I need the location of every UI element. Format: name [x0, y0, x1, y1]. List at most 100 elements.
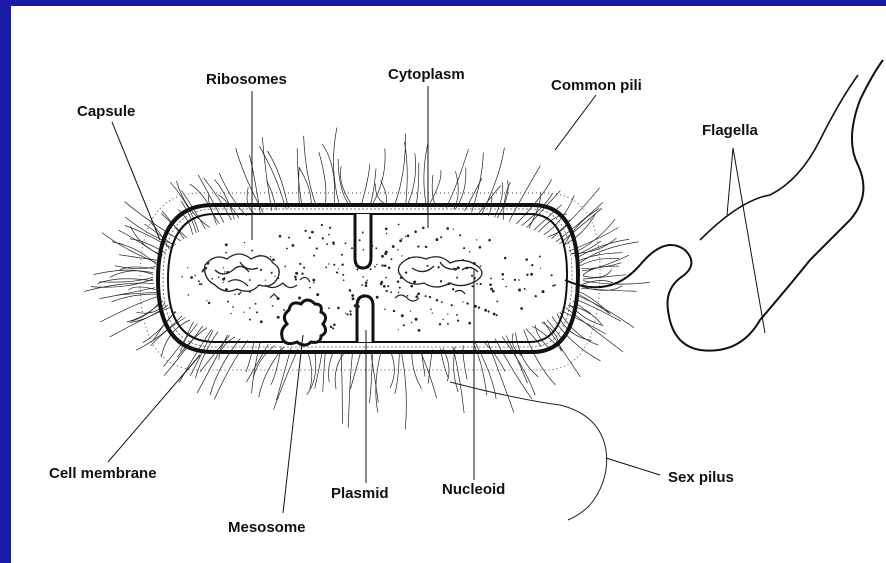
ribosome-dot — [391, 258, 393, 260]
ribosome-dot — [337, 307, 340, 310]
ribosome-dot — [415, 296, 418, 299]
pilus — [395, 352, 400, 394]
pilus — [432, 175, 436, 207]
ribosome-dot — [530, 273, 533, 276]
ribosome-dot — [230, 313, 231, 314]
ribosome-dot — [502, 278, 504, 280]
ribosome-dot — [463, 301, 464, 302]
ribosome-dot — [303, 267, 305, 269]
ribosome-dot — [365, 281, 368, 284]
ribosome-dot — [398, 292, 400, 294]
label-mesosome: Mesosome — [228, 519, 306, 536]
ribosome-dot — [411, 322, 413, 324]
ribosome-dot — [256, 311, 258, 313]
ribosome-dot — [376, 296, 379, 299]
pilus — [408, 153, 416, 204]
ribosome-dot — [447, 323, 449, 325]
ribosome-dot — [405, 271, 407, 273]
pilus — [340, 166, 350, 203]
ribosome-dot — [436, 299, 438, 301]
ribosome-dot — [330, 326, 332, 328]
ribosome-dot — [504, 257, 507, 260]
label-nucleoid: Nucleoid — [442, 481, 505, 498]
label-plasmid: Plasmid — [331, 485, 389, 502]
ribosome-dot — [366, 279, 368, 281]
ribosome-dot — [542, 290, 545, 293]
ribosome-dot — [430, 309, 432, 311]
pilus — [479, 186, 501, 214]
ribosome-dot — [427, 265, 429, 267]
leader-capsule — [112, 122, 160, 240]
ribosome-dot — [345, 242, 347, 244]
ribosome-dot — [199, 283, 201, 285]
ribosome-dot — [441, 301, 443, 303]
ribosome-dot — [469, 251, 471, 253]
pilus — [297, 148, 302, 206]
pilus — [119, 230, 162, 257]
ribosome-dot — [496, 314, 498, 316]
ribosome-dot — [366, 295, 367, 296]
pilus — [110, 271, 154, 278]
pilus — [371, 353, 379, 403]
ribosome-dot — [381, 255, 384, 258]
ribosome-dot — [321, 224, 323, 226]
pilus — [276, 348, 291, 400]
ribosome-dot — [398, 329, 399, 330]
pilus — [362, 164, 370, 203]
ribosome-dot — [356, 264, 357, 265]
ribosome-dot — [478, 306, 480, 308]
ribosome-dot — [506, 286, 507, 287]
ribosome-dot — [249, 307, 251, 309]
ribosome-dot — [518, 289, 521, 292]
ribosome-dot — [407, 235, 410, 238]
flagellum-second — [700, 75, 858, 240]
ribosome-dot — [298, 297, 301, 300]
ribosome-dot — [328, 307, 330, 309]
pilus — [260, 146, 286, 208]
ribosome-dot — [457, 320, 459, 322]
ribosome-dot — [333, 324, 336, 327]
ribosome-dot — [336, 272, 338, 274]
ribosome-dot — [466, 302, 468, 304]
pilus — [583, 269, 612, 277]
ribosome-dot — [410, 310, 411, 311]
ribosome-dot — [198, 280, 200, 282]
ribosome-dot — [518, 279, 520, 281]
ribosome-dot — [311, 231, 314, 234]
ribosome-dot — [222, 282, 223, 283]
ribosome-dot — [218, 276, 220, 278]
ribosome-dot — [333, 243, 335, 245]
ribosome-dot — [539, 256, 541, 258]
ribosome-dot — [399, 287, 401, 289]
ribosome-dot — [425, 246, 427, 248]
ribosome-dot — [362, 276, 364, 278]
ribosome-dot — [554, 284, 556, 286]
ribosome-dot — [343, 279, 345, 281]
ribosome-dot — [417, 292, 420, 295]
ribosome-dot — [407, 295, 409, 297]
ribosome-dot — [362, 232, 364, 234]
pilus — [341, 352, 342, 423]
ribosome-dot — [388, 267, 391, 270]
ribosome-dot — [413, 281, 416, 284]
ribosome-dot — [392, 245, 395, 248]
ribosome-dot — [272, 305, 274, 307]
ribosome-dot — [370, 268, 372, 270]
ribosome-dot — [345, 313, 346, 314]
pilus — [583, 266, 619, 275]
ribosome-dot — [244, 242, 245, 243]
ribosome-dot — [356, 268, 358, 270]
pilus — [428, 170, 441, 206]
ribosome-dot — [540, 268, 541, 269]
ribosome-dot — [201, 283, 203, 285]
leader-cell-membrane — [108, 355, 200, 462]
pilus — [404, 142, 407, 205]
label-cytoplasm: Cytoplasm — [388, 66, 465, 83]
ribosome-dot — [363, 249, 365, 251]
ribosome-dot — [227, 301, 229, 303]
ribosome-dot — [456, 277, 458, 279]
ribosome-dot — [279, 235, 282, 238]
ribosome-dot — [313, 282, 315, 284]
ribosome-dot — [417, 245, 419, 247]
